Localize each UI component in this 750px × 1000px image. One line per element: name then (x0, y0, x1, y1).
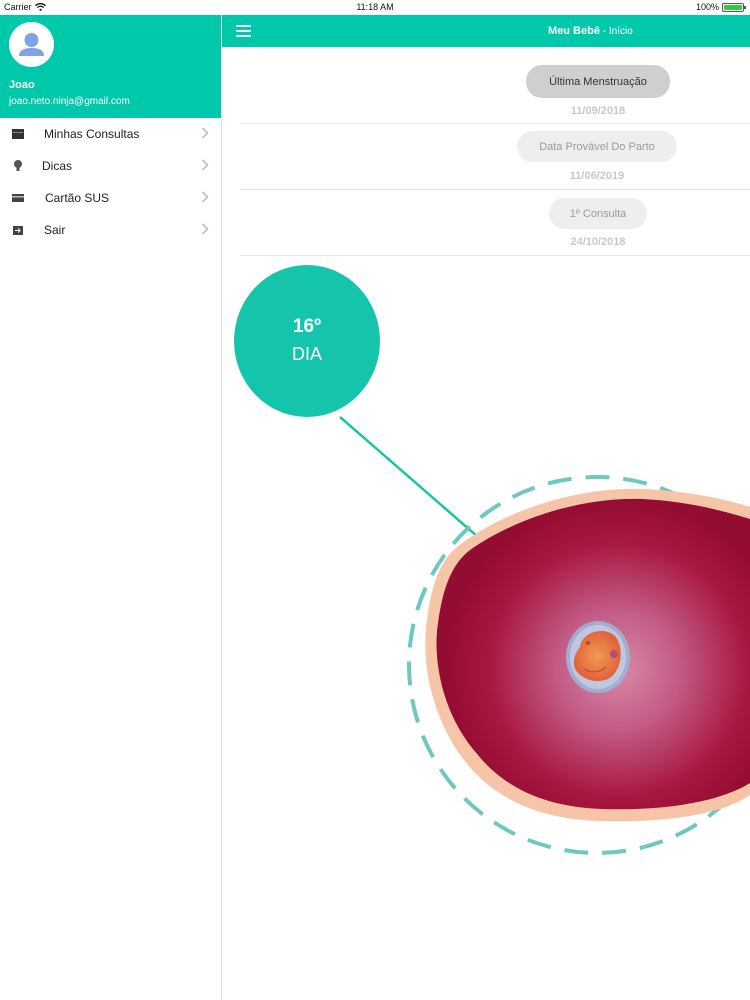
page-title: Meu Bebê - Início (548, 25, 633, 37)
battery-percent: 100% (695, 2, 719, 12)
nav-title-sub: - Início (599, 26, 633, 37)
ultima-menstruacao-button[interactable]: Última Menstruação (526, 65, 670, 98)
user-email: joao.neto.ninja@gmail.com (9, 96, 130, 107)
status-right: 100% (695, 2, 746, 12)
lightbulb-icon (12, 160, 24, 172)
dashed-ring (407, 475, 750, 855)
calendar-icon (12, 128, 24, 140)
nav-title-main: Meu Bebê (548, 25, 600, 37)
date-row-primeira-consulta: 1º Consulta 24/10/2018 (240, 190, 750, 256)
menu-label: Cartão SUS (45, 191, 110, 205)
embryo-icon (566, 621, 630, 693)
menu-item-minhas-consultas[interactable]: Minhas Consultas (0, 118, 221, 150)
status-time: 11:18 AM (356, 2, 394, 12)
data-provavel-parto-date: 11/06/2019 (569, 170, 625, 182)
connector-line (339, 416, 479, 538)
menu-label: Dicas (42, 159, 73, 173)
side-drawer: Joao joao.neto.ninja@gmail.com Minhas Co… (0, 15, 222, 1000)
date-row-data-provavel-parto: Data Provável Do Parto 11/06/2019 (240, 124, 750, 190)
day-number: 16º (292, 316, 322, 337)
date-row-ultima-menstruacao: Última Menstruação 11/09/2018 (240, 58, 750, 124)
drawer-header: Joao joao.neto.ninja@gmail.com (0, 15, 221, 118)
carrier-label: Carrier (4, 2, 32, 12)
chevron-right-icon (202, 127, 209, 139)
ultima-menstruacao-date: 11/09/2018 (570, 105, 626, 117)
day-badge: 16º DIA (234, 265, 380, 417)
primeira-consulta-date: 24/10/2018 (570, 236, 626, 248)
wifi-icon (34, 3, 46, 11)
menu-label: Minhas Consultas (44, 127, 140, 141)
embryo-illustration (339, 416, 750, 855)
status-left: Carrier (4, 2, 46, 12)
card-icon (12, 192, 24, 204)
day-word: DIA (291, 344, 322, 364)
nav-bar: Meu Bebê - Início (222, 15, 750, 47)
status-bar: Carrier 11:18 AM 100% (0, 0, 750, 15)
chevron-right-icon (202, 159, 209, 171)
avatar[interactable] (9, 22, 54, 67)
data-provavel-parto-button[interactable]: Data Provável Do Parto (517, 131, 677, 162)
menu-hamburger-icon[interactable] (236, 25, 251, 37)
logout-icon (12, 224, 24, 236)
battery-fill (724, 4, 742, 10)
menu-item-sair[interactable]: Sair (0, 214, 221, 246)
main-content: Meu Bebê - Início Última Menstruação 11/… (222, 15, 750, 1000)
primeira-consulta-button[interactable]: 1º Consulta (549, 198, 647, 229)
menu-item-cartao-sus[interactable]: Cartão SUS (0, 182, 221, 214)
user-name: Joao (9, 79, 35, 91)
menu-label: Sair (44, 223, 66, 237)
battery-icon (722, 2, 746, 12)
chevron-right-icon (202, 223, 209, 235)
menu-item-dicas[interactable]: Dicas (0, 150, 221, 182)
user-icon (9, 22, 54, 67)
chevron-right-icon (202, 191, 209, 203)
